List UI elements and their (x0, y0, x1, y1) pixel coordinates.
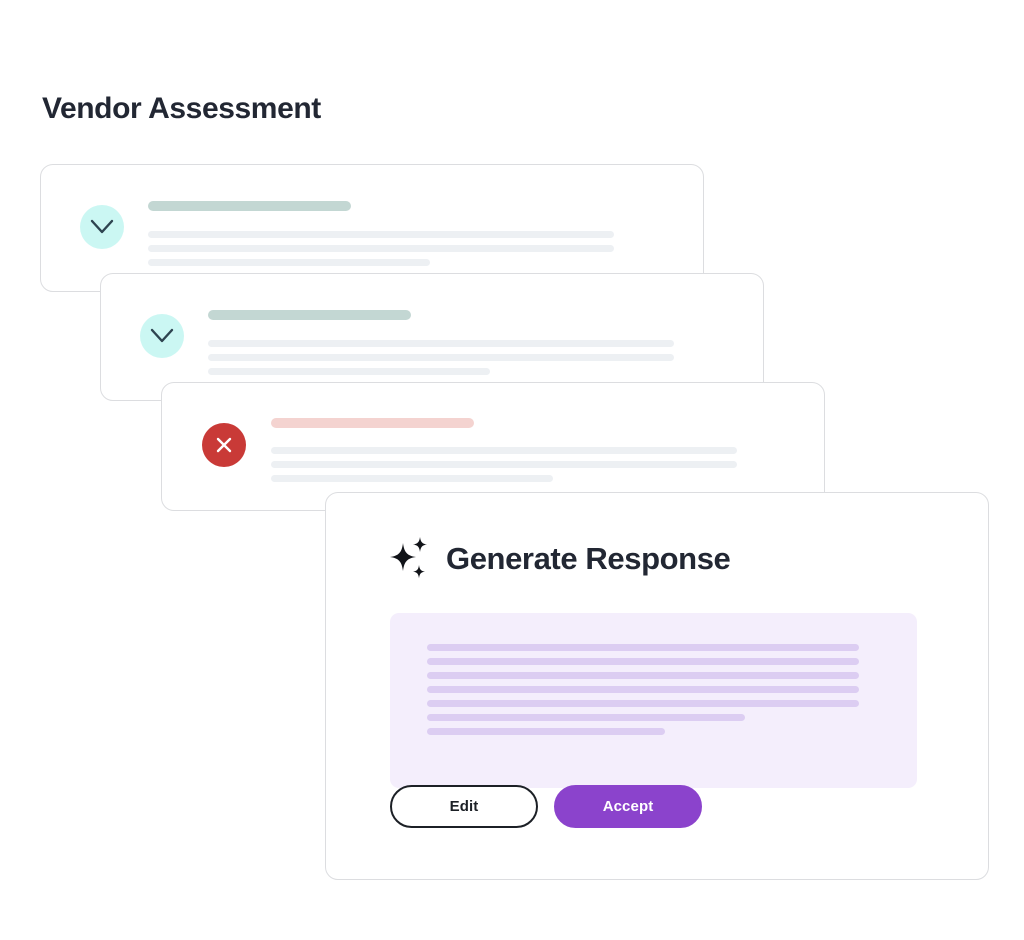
close-icon (216, 437, 232, 453)
response-line (427, 728, 665, 735)
card-body-line (208, 340, 674, 347)
accept-button[interactable]: Accept (554, 785, 702, 828)
status-badge-failed (202, 423, 246, 467)
generated-response-body (390, 613, 917, 788)
response-line (427, 686, 859, 693)
status-badge-passed (80, 205, 124, 249)
response-line (427, 644, 859, 651)
panel-actions: Edit Accept (390, 785, 702, 828)
response-line (427, 700, 859, 707)
edit-button[interactable]: Edit (390, 785, 538, 828)
page-title: Vendor Assessment (42, 92, 321, 125)
assessment-card-3[interactable] (161, 382, 825, 511)
check-icon (150, 328, 174, 343)
card-body-line (271, 461, 737, 468)
card-title-placeholder (271, 418, 474, 428)
generate-response-title: Generate Response (446, 541, 731, 576)
card-title-placeholder (148, 201, 351, 211)
card-body-line (148, 259, 430, 266)
response-line (427, 672, 859, 679)
assessment-card-1[interactable] (40, 164, 704, 292)
card-body-line (208, 354, 674, 361)
sparkles-icon (390, 537, 427, 579)
response-line (427, 714, 745, 721)
status-badge-passed (140, 314, 184, 358)
response-line (427, 658, 859, 665)
card-body-line (271, 475, 553, 482)
card-body-line (148, 231, 614, 238)
check-icon (90, 219, 114, 234)
generate-response-header: Generate Response (388, 535, 731, 583)
generate-response-panel: Generate Response Edit Accept (325, 492, 989, 880)
card-body-line (208, 368, 490, 375)
card-body-line (271, 447, 737, 454)
card-body-line (148, 245, 614, 252)
card-title-placeholder (208, 310, 411, 320)
